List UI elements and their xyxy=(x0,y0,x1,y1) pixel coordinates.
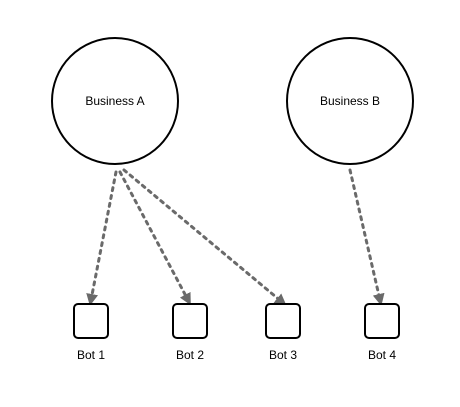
bot-node-1[interactable]: Bot 1 xyxy=(73,303,109,362)
business-node-b[interactable]: Business B xyxy=(286,37,414,165)
business-a-label: Business A xyxy=(85,94,144,108)
connectors xyxy=(86,168,385,306)
bot-4-label: Bot 4 xyxy=(368,348,396,362)
bot-3-label: Bot 3 xyxy=(269,348,297,362)
bot-1-label: Bot 1 xyxy=(77,348,105,362)
bot-2-box xyxy=(172,303,208,339)
business-b-circle xyxy=(286,37,414,165)
bot-3-box xyxy=(265,303,301,339)
bot-2-label: Bot 2 xyxy=(176,348,204,362)
bot-node-3[interactable]: Bot 3 xyxy=(265,303,301,362)
connector-business-b-bot-4 xyxy=(348,168,385,306)
connector-business-a-bot-2 xyxy=(118,170,191,306)
business-node-a[interactable]: Business A xyxy=(51,37,179,165)
business-a-circle xyxy=(51,37,179,165)
bot-node-2[interactable]: Bot 2 xyxy=(172,303,208,362)
bot-4-box xyxy=(364,303,400,339)
business-b-label: Business B xyxy=(320,94,380,108)
connector-business-a-bot-1 xyxy=(86,170,118,306)
bot-1-box xyxy=(73,303,109,339)
bot-node-4[interactable]: Bot 4 xyxy=(364,303,400,362)
connector-business-a-bot-3 xyxy=(122,168,287,306)
